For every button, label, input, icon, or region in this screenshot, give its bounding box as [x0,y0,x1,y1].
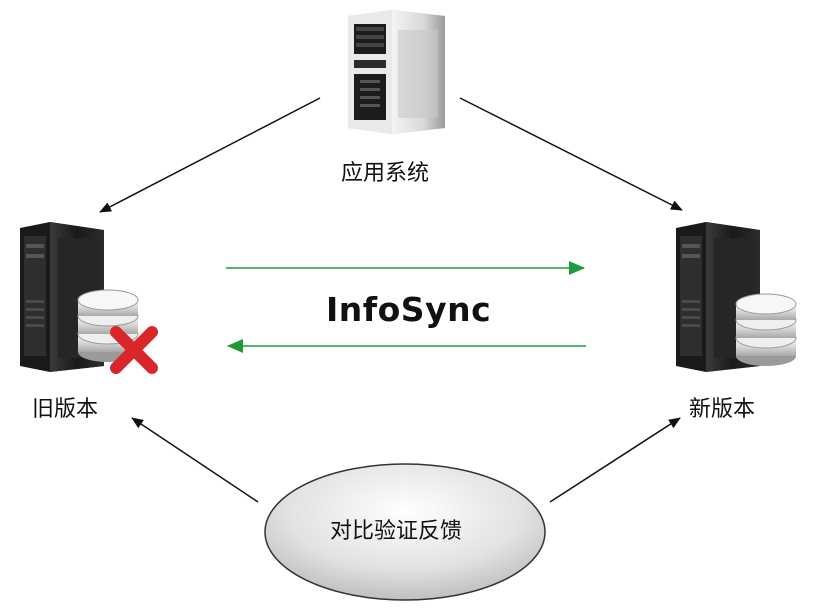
feedback-ellipse [264,463,546,601]
new-version-label: 新版本 [689,397,756,422]
red-x-icon [110,326,158,374]
server-database-icon-new [676,222,797,372]
server-database-icon-old [20,222,158,374]
database-icon [735,293,797,366]
arrow-app-to-new [459,97,683,211]
old-version-label: 旧版本 [32,397,99,422]
arrow-feedback-to-new [549,417,681,503]
feedback-label: 对比验证反馈 [330,519,463,544]
tower-server-icon [348,10,445,134]
app-system-label: 应用系统 [341,161,430,186]
database-icon [77,289,139,362]
arrow-feedback-to-old [131,417,259,503]
infosync-label: InfoSync [326,290,492,329]
arrow-app-to-old [99,97,321,213]
